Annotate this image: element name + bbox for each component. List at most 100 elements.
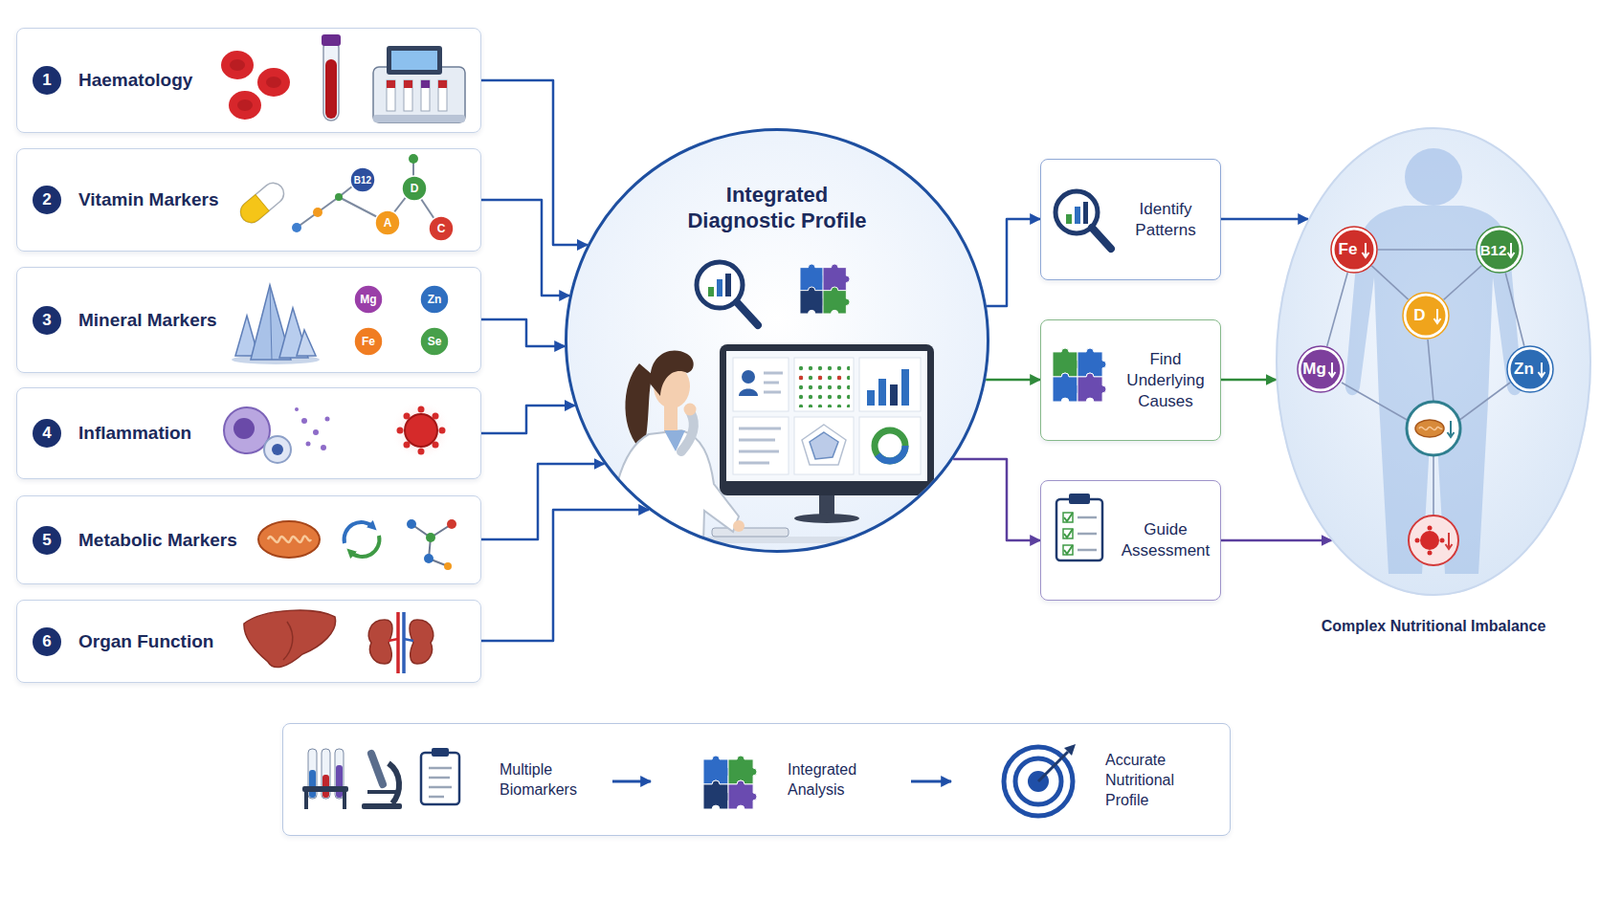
profile-illustration-part-part-part bbox=[901, 369, 910, 406]
deficiency-badge-outline-part bbox=[1538, 372, 1546, 378]
deficiency-badge-outline-part bbox=[1362, 252, 1370, 258]
crystal-icon-part bbox=[296, 330, 316, 356]
profile-illustration-part-part-part bbox=[708, 287, 714, 297]
metabolic-icons-part bbox=[425, 533, 436, 543]
metabolic-icons-part-part bbox=[350, 535, 379, 557]
step-label: Guide Assessment bbox=[1119, 519, 1212, 562]
category-label: Mineral Markers bbox=[78, 310, 218, 332]
body-figure: Complex Nutritional ImbalanceFeB12DMgZn bbox=[1275, 127, 1592, 649]
profile-illustration-part-part bbox=[719, 344, 934, 524]
flow-arrow bbox=[481, 464, 604, 540]
summary-icons-part bbox=[361, 754, 402, 810]
category-label: Metabolic Markers bbox=[78, 530, 238, 552]
vitamin-icons-part bbox=[312, 207, 323, 218]
summary-icons-part-part bbox=[431, 748, 449, 757]
summary-icons-part bbox=[703, 780, 733, 810]
vitamin-icons-part-part bbox=[236, 178, 289, 227]
deficiency-badge-outline-part bbox=[1540, 362, 1543, 376]
summary-icons-part-part bbox=[428, 786, 452, 790]
step-icons-part bbox=[1052, 348, 1082, 378]
crystal-icon bbox=[231, 285, 320, 365]
metabolic-icons-part bbox=[406, 519, 417, 530]
nutrient-badge: A bbox=[374, 209, 401, 237]
profile-circle-outline-part bbox=[566, 130, 989, 553]
link-line bbox=[1444, 266, 1483, 301]
summary-icons-part bbox=[1038, 752, 1068, 782]
step-icons-part bbox=[1077, 373, 1107, 402]
blood-icons-part-part bbox=[438, 80, 447, 112]
category-label: Vitamin Markers bbox=[78, 189, 219, 211]
organ-icons-part bbox=[283, 622, 293, 661]
profile-circle: Integrated Diagnostic Profile bbox=[564, 128, 990, 554]
organ-icons-part bbox=[401, 612, 406, 674]
body-illustration-part bbox=[1408, 515, 1459, 566]
inflammation-icons-part bbox=[403, 442, 411, 449]
blood-icons-part-part bbox=[386, 80, 396, 112]
step-icons-part-part bbox=[1066, 214, 1072, 224]
nutrient-symbol: Mg bbox=[353, 284, 384, 315]
profile-illustration-part-part-part bbox=[738, 462, 770, 466]
link-line bbox=[1371, 266, 1408, 300]
flow-arrow bbox=[1221, 539, 1332, 543]
nutrient-badge: Fe bbox=[353, 326, 384, 357]
step-box: Identify Patterns bbox=[1040, 158, 1222, 281]
profile-illustration-part-part-part bbox=[716, 279, 723, 297]
step-icons-part-part bbox=[1091, 227, 1112, 249]
body-illustration-part bbox=[1427, 526, 1433, 532]
inflammation-icons-part bbox=[439, 427, 446, 435]
vitamin-icons bbox=[236, 154, 441, 233]
profile-illustration-part-part-part bbox=[859, 417, 921, 475]
profile-illustration-part-part-part bbox=[733, 357, 789, 412]
blood-icons-part-part bbox=[386, 80, 396, 89]
profile-illustration-part-part-part bbox=[763, 372, 783, 376]
nutrient-symbol: Zn bbox=[419, 284, 450, 315]
nutrient-symbol: Zn bbox=[1506, 345, 1555, 394]
deficiency-badge-outline-part bbox=[1331, 226, 1378, 273]
flow-arrow bbox=[481, 510, 649, 642]
step-icons-part-part bbox=[1083, 201, 1089, 224]
organ-icons bbox=[244, 610, 434, 674]
deficiency-badge-outline-part bbox=[1510, 243, 1512, 256]
profile-title: Integrated Diagnostic Profile bbox=[681, 181, 873, 234]
deficiency-badge-outline-part bbox=[1402, 292, 1449, 339]
blood-icons-part-part bbox=[373, 114, 466, 123]
metabolic-icons-part bbox=[446, 519, 457, 530]
profile-illustration-part-part bbox=[822, 264, 850, 291]
deficiency-badge-outline-part bbox=[1331, 362, 1334, 376]
step-number: 2 bbox=[32, 185, 62, 215]
organ-icons-part bbox=[388, 639, 399, 642]
profile-illustration-part-part-part bbox=[738, 450, 779, 454]
step-label: Find Underlying Causes bbox=[1119, 349, 1212, 413]
vitamin-icons-part-part bbox=[236, 195, 269, 228]
flow-label: Accurate Nutritional Profile bbox=[1105, 750, 1201, 811]
deficiency-badge-outline-part bbox=[1297, 346, 1344, 393]
step-icons-part-part bbox=[1077, 549, 1097, 553]
category-box: 4Inflammation bbox=[16, 387, 482, 480]
profile-illustration-part-part-part bbox=[741, 370, 756, 384]
nutrient-badge: D bbox=[400, 175, 428, 202]
profile-illustration-part bbox=[608, 262, 996, 575]
blood-icons-part bbox=[237, 99, 253, 112]
deficiency-badge-outline-part bbox=[1507, 346, 1554, 393]
organ-icons-part bbox=[244, 610, 336, 667]
body-illustration-part bbox=[1415, 420, 1445, 438]
step-icons-part-part bbox=[1077, 516, 1097, 520]
metabolic-icons-part-part bbox=[258, 521, 320, 558]
body-illustration-part bbox=[1447, 533, 1450, 548]
summary-icons-part bbox=[304, 792, 309, 810]
step-icons-part-part bbox=[1063, 529, 1073, 539]
inflammation-icons-part bbox=[271, 444, 284, 456]
deficiency-badge: Mg bbox=[1296, 345, 1345, 394]
profile-illustration-part-part bbox=[681, 413, 694, 452]
body-illustration-part bbox=[1440, 538, 1445, 544]
deficiency-badge: Fe bbox=[1330, 225, 1378, 274]
deficiency-badge: B12 bbox=[1475, 225, 1524, 274]
step-number: 4 bbox=[32, 419, 62, 448]
body-illustration-part bbox=[1275, 127, 1592, 597]
profile-illustration-part-part-part bbox=[794, 357, 854, 412]
step-icons-part-part bbox=[1063, 545, 1073, 556]
body-illustration-part bbox=[1427, 339, 1434, 402]
nutrient-badge: B12 bbox=[349, 166, 377, 194]
body-illustration bbox=[1275, 127, 1592, 597]
summary-icons-part-part bbox=[421, 753, 460, 805]
